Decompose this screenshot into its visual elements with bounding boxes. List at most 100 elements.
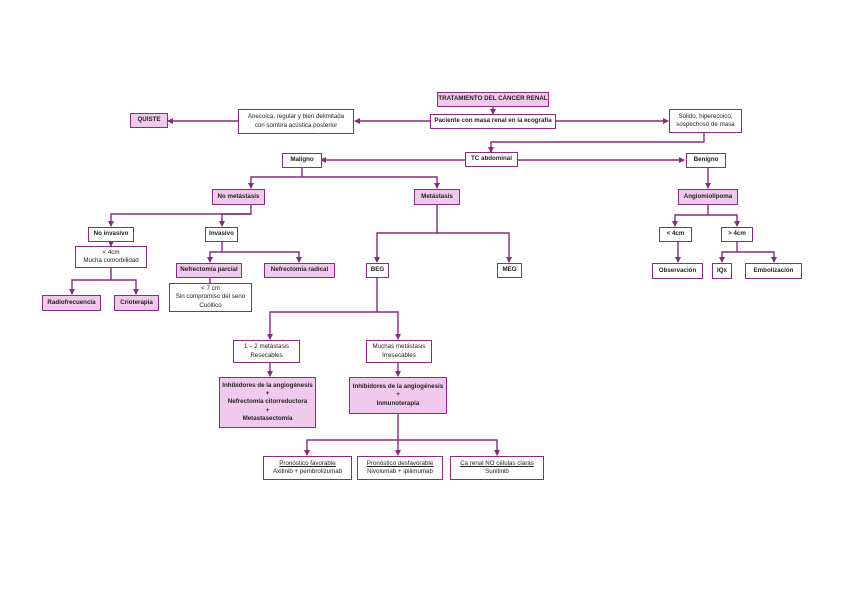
lt4cm-comorb-line-2: Mucha comorbilidad: [83, 257, 139, 264]
arrow-angio-gt4: [708, 214, 740, 227]
gt4cm-text: > 4cm: [728, 230, 746, 238]
invasivo-node: Invasivo: [205, 227, 238, 242]
benigno-text: Benigno: [693, 156, 719, 164]
invasivo-text: Invasivo: [209, 230, 234, 238]
gt4cm-node: > 4cm: [721, 227, 753, 242]
tc-node: TC abdominal: [465, 152, 518, 167]
metastasis-node: Metástasis: [414, 189, 460, 205]
arrow-maligno-metastasis: [302, 176, 440, 189]
tc-text: TC abdominal: [471, 155, 512, 163]
arrow-lt4-radio: [69, 268, 112, 295]
anecoica-node: Anecoica, regular y bien delimitada con …: [238, 109, 354, 134]
anecoica-line-2: con sombra acústica posterior: [254, 121, 338, 129]
arrow-metastasis-meg: [437, 232, 512, 263]
arrow-nometastasis-noinvasivo: [108, 205, 252, 227]
crioterapia-node: Crioterapia: [114, 295, 159, 311]
pronostico-favorable-node: Pronóstico favorable Axitinib + pembroli…: [263, 456, 352, 480]
nefrectomia-parcial-node: Nefrectomía parcial: [176, 263, 242, 278]
arrow-solido-tc: [488, 131, 705, 153]
arrow-invasivo-parcial: [207, 242, 223, 263]
arrow-angio-lt4: [672, 205, 709, 227]
inhibidores-inmunoterapia-node: Inhibidores de la angiogénesis + Inmunot…: [349, 377, 447, 414]
arrow-maligno-nometastasis: [248, 168, 303, 189]
lt7cm-node: < 7 cm Sin compromiso del seno Cuóltico: [169, 283, 252, 312]
solido-line-1: Sólido, hiperecoico,: [678, 112, 733, 120]
inhibidores-nefrectomia-node: Inhibidores de la angiogénesis + Nefrect…: [219, 377, 316, 428]
arrow-metastasis-beg: [374, 205, 438, 263]
beg-text: BEG: [370, 266, 385, 274]
arrow-inmuno-noclaras: [398, 439, 500, 456]
nefrectomia-radical-node: Nefrectomía radical: [264, 263, 335, 278]
ca-no-claras-line-1: Ca renal NO células claras: [460, 459, 534, 467]
meg-text: MEG: [502, 266, 517, 274]
arrow-gt4-iqx: [719, 242, 738, 263]
arrow-gt4-emboliz: [737, 251, 777, 263]
arrow-invasivo-radical: [222, 251, 302, 263]
pronostico-fav-line-2: Axitinib + pembrolizumab: [272, 468, 343, 475]
solido-node: Sólido, hiperecoico, sospechoso de masa: [669, 109, 742, 133]
muchas-metastasis-node: Muchas metástasis Irresecables: [366, 340, 432, 363]
nefrectomia-radical-text: Nefrectomía radical: [270, 266, 329, 274]
paciente-node: Paciente con masa renal en la ecografía: [430, 114, 556, 129]
no-invasivo-text: No invasivo: [93, 230, 129, 238]
metastasis-text: Metástasis: [421, 192, 453, 200]
inhib-nefrect-line-3: Nefrectomía citorreductora: [227, 398, 308, 406]
no-metastasis-node: No metástasis: [212, 189, 265, 205]
maligno-node: Maligno: [282, 153, 322, 168]
quiste-text: QUISTE: [137, 116, 161, 124]
angiomiolipoma-node: Angiomiolipoma: [678, 189, 738, 205]
lt4cm-comorb-line-1: < 4cm: [102, 248, 120, 256]
maligno-text: Maligno: [290, 156, 314, 164]
pronostico-desfav-line-2: Nivolumab + ipilimumab: [367, 468, 433, 475]
inhib-nefrect-line-2: +: [265, 390, 270, 398]
observacion-node: Observación: [652, 263, 703, 279]
embolizacion-node: Embolización: [745, 263, 802, 279]
nefrectomia-parcial-text: Nefrectomía parcial: [180, 266, 238, 274]
radiofrecuencia-text: Radiofrecuencia: [47, 298, 96, 306]
title-text: TRATAMIENTO DEL CÁNCER RENAL: [438, 95, 548, 103]
arrow-lt4-crio: [111, 279, 139, 295]
met-1-2-line-2: Resecables: [250, 351, 283, 359]
ca-no-claras-line-2: Sunitinib: [485, 468, 509, 475]
inhib-inmuno-line-3: Inmunoterapia: [376, 399, 420, 407]
embolizacion-text: Embolización: [753, 266, 794, 274]
lt4cm-text: < 4cm: [666, 230, 685, 238]
inhib-inmuno-line-1: Inhibidores de la angiogénesis: [352, 383, 444, 391]
pronostico-desfavorable-node: Pronóstico desfavorable Nivolumab + ipil…: [357, 456, 443, 480]
crioterapia-text: Crioterapia: [120, 298, 153, 306]
angiomiolipoma-text: Angiomiolipoma: [683, 192, 733, 200]
title-node: TRATAMIENTO DEL CÁNCER RENAL: [437, 92, 549, 107]
observacion-text: Observación: [658, 266, 697, 274]
no-metastasis-text: No metástasis: [217, 192, 260, 200]
lt4cm-comorbidity-node: < 4cm Mucha comorbilidad: [75, 246, 147, 268]
muchas-met-line-2: Irresecables: [382, 351, 416, 359]
inhib-nefrect-line-5: Metastasectomía: [242, 414, 293, 422]
lt7cm-line-3: Cuóltico: [199, 301, 222, 309]
inhib-nefrect-line-1: Inhibidores de la angiogénesis: [222, 382, 313, 390]
arrow-beg-muchas: [377, 311, 401, 340]
met-1-2-line-1: 1 – 2 metástasis: [243, 343, 290, 351]
no-invasivo-node: No invasivo: [88, 227, 134, 242]
arrow-beg-12met: [267, 278, 378, 340]
pronostico-desfav-line-1: Pronóstico desfavorable: [366, 459, 434, 467]
inhib-nefrect-line-4: +: [265, 406, 270, 414]
quiste-node: QUISTE: [130, 113, 168, 128]
ca-no-celulas-claras-node: Ca renal NO células claras Sunitinib: [450, 456, 544, 480]
lt7cm-line-1: < 7 cm: [201, 285, 220, 293]
lt4cm-node: < 4cm: [659, 227, 692, 242]
iqx-text: IQx: [717, 266, 727, 274]
paciente-text: Paciente con masa renal en la ecografía: [434, 117, 552, 125]
iqx-node: IQx: [712, 263, 732, 279]
solido-line-2: sospechoso de masa: [676, 121, 735, 128]
meg-node: MEG: [497, 263, 522, 278]
lt7cm-line-2: Sin compromiso del seno: [175, 293, 246, 301]
arrow-inmuno-fav: [304, 414, 399, 456]
pronostico-fav-line-1: Pronóstico favorable: [279, 459, 336, 467]
muchas-met-line-1: Muchas metástasis: [372, 343, 426, 351]
benigno-node: Benigno: [686, 153, 726, 168]
inhib-inmuno-line-2: +: [396, 391, 400, 399]
arrow-nometastasis-invasivo: [219, 213, 251, 227]
beg-node: BEG: [366, 263, 389, 278]
anecoica-line-1: Anecoica, regular y bien delimitada: [247, 113, 345, 121]
